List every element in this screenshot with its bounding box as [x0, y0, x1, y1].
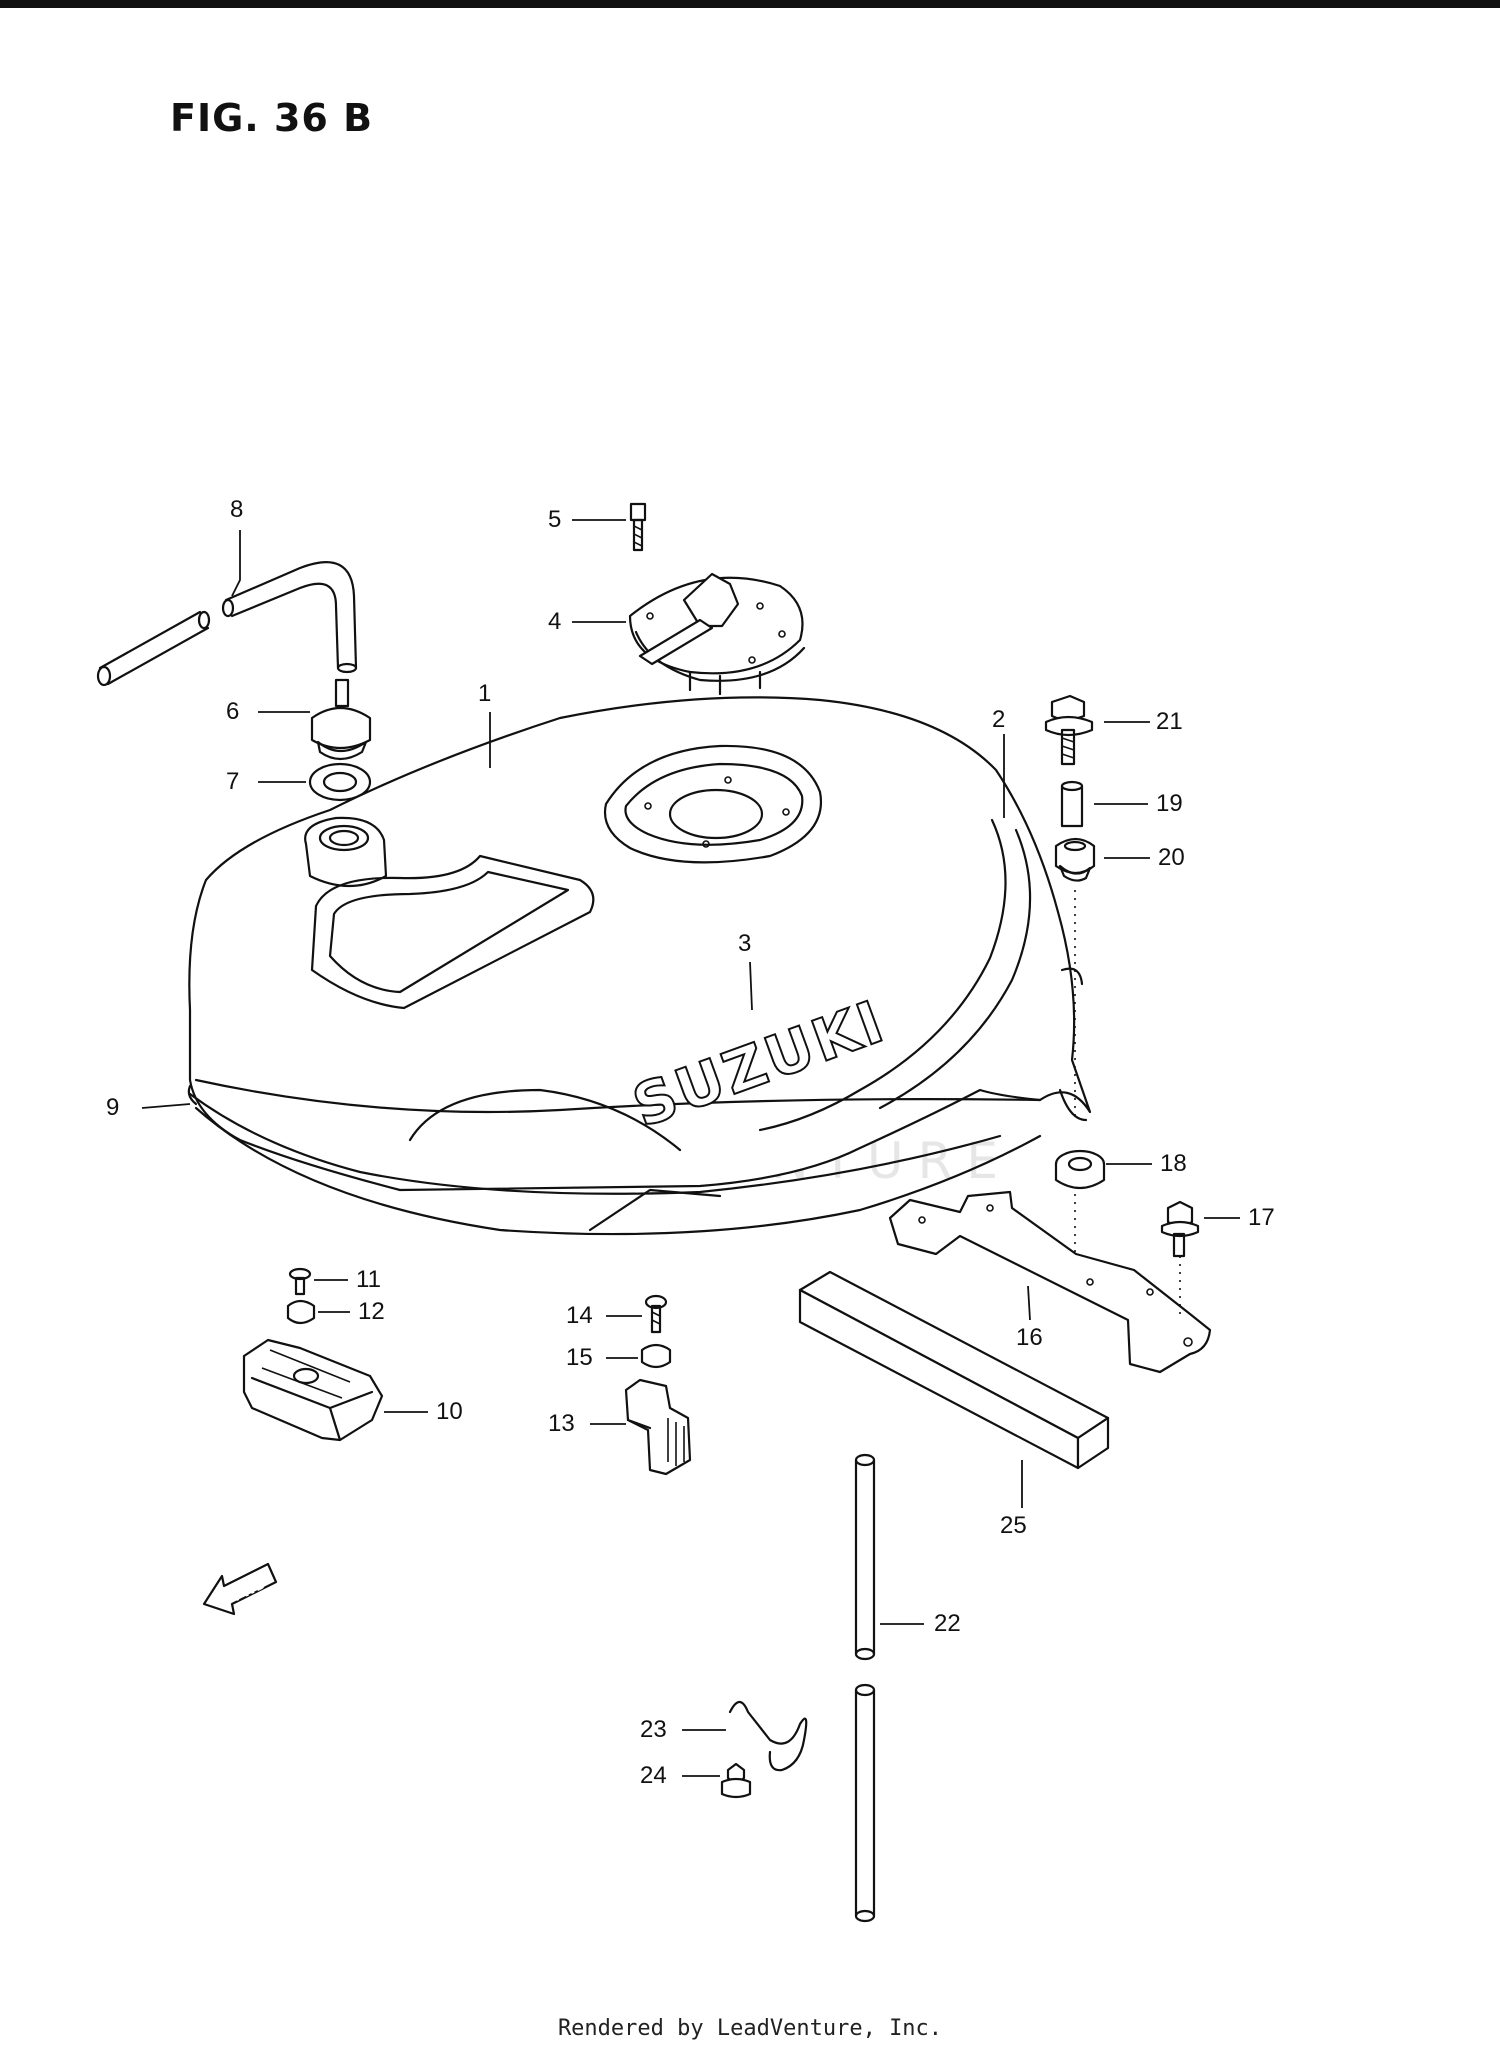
callout-11: 11 — [356, 1266, 381, 1293]
part-18-cushion — [1054, 1149, 1106, 1190]
part-1-fuel-tank: SUZUKI — [188, 696, 1092, 1236]
callout-23: 23 — [640, 1716, 667, 1743]
fwd-arrow-icon: FWD — [202, 1562, 278, 1616]
callout-13: 13 — [548, 1410, 575, 1437]
callout-22: 22 — [934, 1610, 961, 1637]
part-21-bolt — [1044, 694, 1094, 766]
part-16-bracket — [888, 1190, 1212, 1374]
callout-12: 12 — [358, 1298, 385, 1325]
callout-5: 5 — [548, 506, 562, 533]
callout-4: 4 — [548, 608, 562, 635]
callout-21: 21 — [1156, 708, 1183, 735]
leader-lines — [141, 519, 1240, 1777]
part-17-bolt — [1160, 1200, 1200, 1258]
callout-9: 9 — [106, 1094, 120, 1121]
part-13-mount-cushion — [624, 1378, 692, 1476]
figure-title: FIG. 36 B — [170, 96, 374, 140]
callout-10: 10 — [436, 1398, 463, 1425]
part-7-gasket — [308, 762, 372, 802]
part-25-rubber-strip — [798, 1270, 1110, 1470]
part-6-valve — [310, 678, 372, 761]
callout-7: 7 — [226, 768, 240, 795]
footer-credit: Rendered by LeadVenture, Inc. — [557, 2016, 943, 2041]
part-5-bolt — [629, 502, 647, 552]
callout-16: 16 — [1016, 1324, 1043, 1351]
callout-14: 14 — [566, 1302, 593, 1329]
part-23-clamp — [728, 1700, 808, 1772]
callout-8: 8 — [230, 496, 244, 523]
part-14-screw — [644, 1294, 668, 1334]
callout-6: 6 — [226, 698, 240, 725]
part-15-washer — [640, 1343, 672, 1369]
callout-24: 24 — [640, 1762, 667, 1789]
part-22-drain-hose — [854, 1453, 876, 1923]
part-24-screw — [720, 1762, 752, 1799]
callout-17: 17 — [1248, 1204, 1275, 1231]
part-20-cushion — [1054, 837, 1096, 882]
callout-1: 1 — [478, 680, 492, 707]
fwd-label: FWD — [231, 1577, 268, 1605]
part-4-fuel-cap — [628, 572, 806, 696]
callout-2: 2 — [992, 706, 1006, 733]
part-10-cushion-block — [242, 1338, 384, 1442]
part-12-cushion — [286, 1299, 316, 1325]
top-border — [0, 0, 1500, 8]
callout-19: 19 — [1156, 790, 1183, 817]
callout-3: 3 — [738, 930, 752, 957]
part-9-edge-trim — [187, 1084, 198, 1106]
callout-15: 15 — [566, 1344, 593, 1371]
callout-18: 18 — [1160, 1150, 1187, 1177]
callout-20: 20 — [1158, 844, 1185, 871]
part-11-screw — [288, 1267, 312, 1296]
part-8-breather-hose — [96, 561, 358, 687]
callout-25: 25 — [1000, 1512, 1027, 1539]
part-19-collar — [1060, 780, 1084, 828]
